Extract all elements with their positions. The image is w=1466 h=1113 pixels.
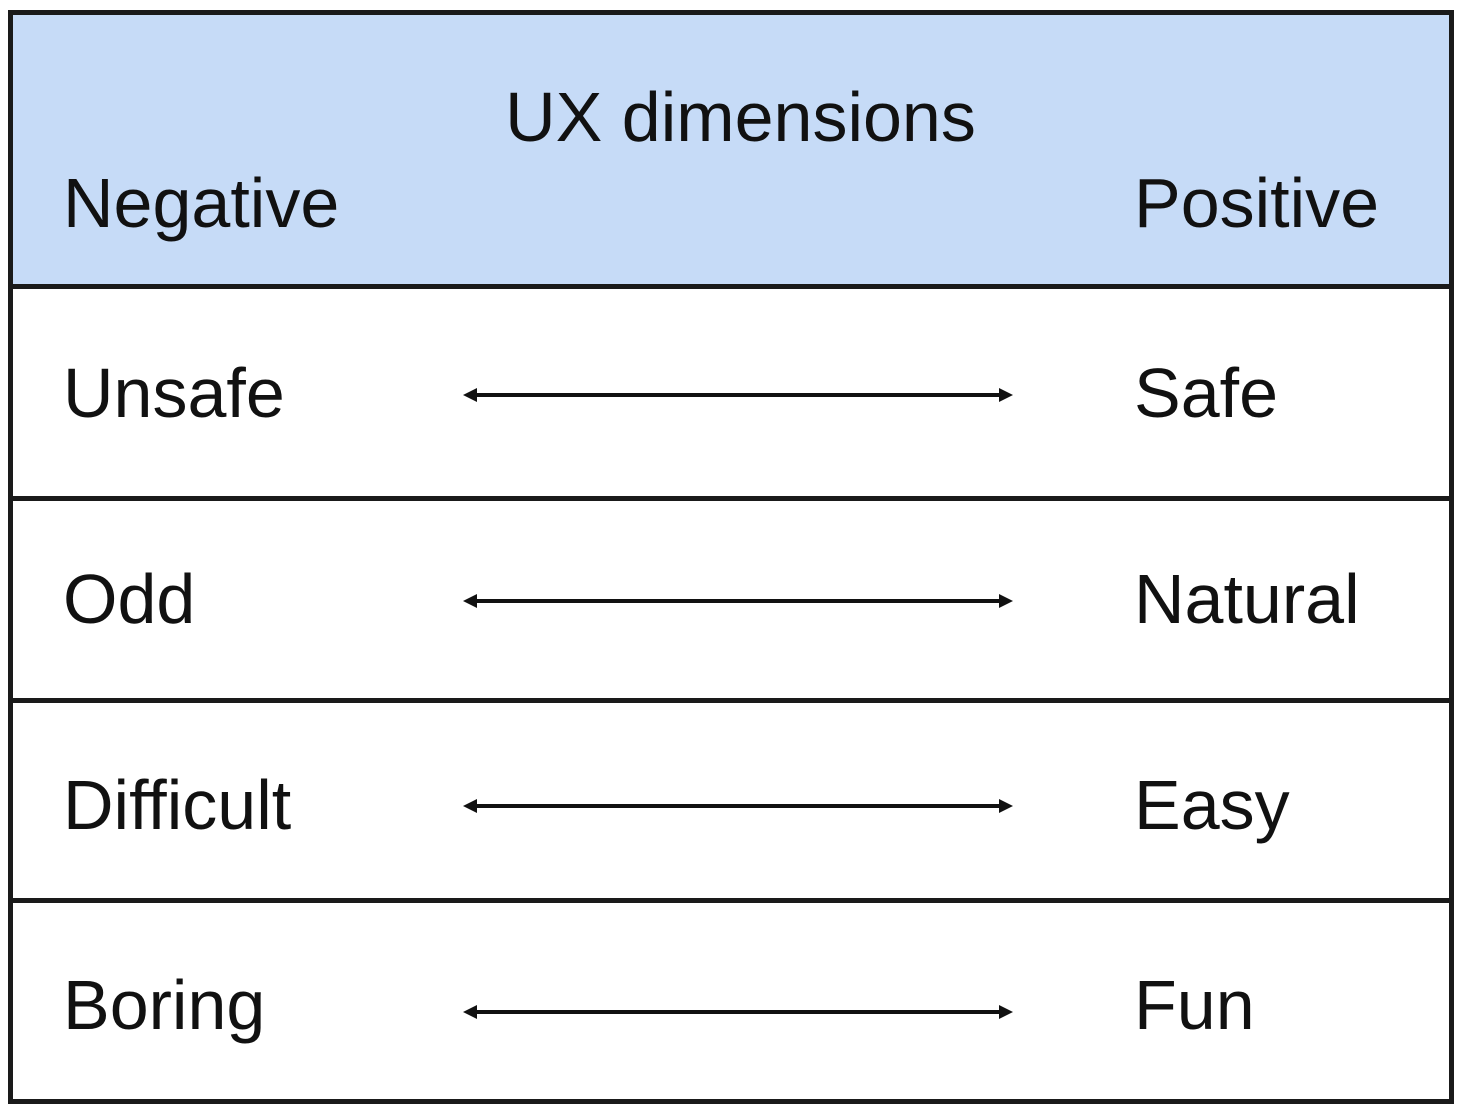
positive-label: Natural: [1134, 560, 1360, 638]
negative-label: Boring: [63, 966, 266, 1044]
negative-label: Difficult: [63, 766, 292, 844]
table-row-3: Boring Fun: [13, 903, 1449, 1099]
ux-dimensions-table: UX dimensions Negative Positive Unsafe S…: [8, 10, 1454, 1104]
table-header: UX dimensions Negative Positive: [13, 15, 1449, 289]
positive-label: Easy: [1134, 766, 1290, 844]
negative-label: Unsafe: [63, 354, 285, 432]
double-headed-arrow-icon: [463, 799, 1013, 813]
table-row-0: Unsafe Safe: [13, 289, 1449, 501]
positive-label: Safe: [1134, 354, 1278, 432]
header-positive-label: Positive: [1134, 164, 1380, 242]
double-headed-arrow-icon: [463, 594, 1013, 608]
table-row-1: Odd Natural: [13, 501, 1449, 703]
table-row-2: Difficult Easy: [13, 703, 1449, 903]
negative-label: Odd: [63, 560, 196, 638]
double-headed-arrow-icon: [463, 388, 1013, 402]
header-title: UX dimensions: [505, 78, 976, 156]
positive-label: Fun: [1134, 966, 1255, 1044]
double-headed-arrow-icon: [463, 1005, 1013, 1019]
header-negative-label: Negative: [63, 164, 340, 242]
